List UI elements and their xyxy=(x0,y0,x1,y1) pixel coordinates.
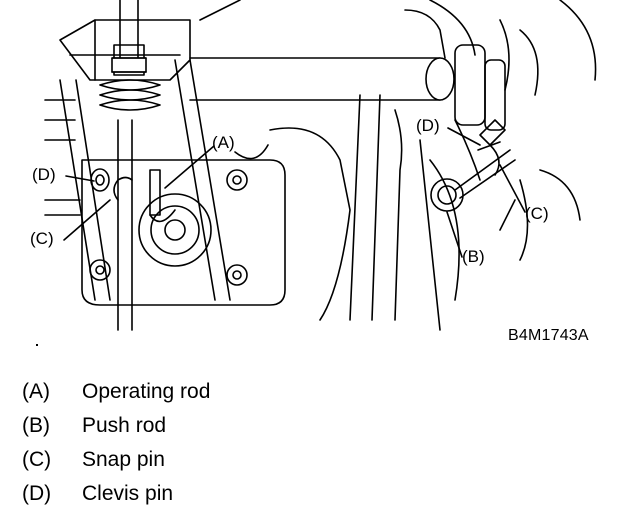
callout-c-left-leader xyxy=(63,199,111,241)
legend-text: Operating rod xyxy=(82,380,211,403)
figure-id: B4M1743A xyxy=(508,327,589,344)
callout-b-label: (B) xyxy=(462,247,485,266)
callout-a-pointer xyxy=(164,145,215,189)
callout-c-right-label: (C) xyxy=(525,204,549,223)
legend-key: (D) xyxy=(22,482,52,505)
legend-item: (D) Clevis pin xyxy=(22,477,210,511)
callout-c-left-label: (C) xyxy=(30,229,54,248)
callout-d-right-label: (D) xyxy=(416,116,440,135)
callout-b-leader xyxy=(446,211,463,258)
callout-d-left-label: (D) xyxy=(32,165,56,184)
callout-d-left-leader xyxy=(65,175,95,182)
legend-text: Clevis pin xyxy=(82,482,174,505)
legend-text: Snap pin xyxy=(82,448,165,471)
legend-item: (A) Operating rod xyxy=(22,375,210,409)
cross-shaft xyxy=(189,57,455,321)
callout-c-right-leader xyxy=(499,164,526,213)
right-pedal-assembly xyxy=(349,0,597,331)
legend-key: (B) xyxy=(22,414,50,437)
parts-legend: (A) Operating rod (B) Push rod (C) Snap … xyxy=(22,375,210,511)
legend-item: (B) Push rod xyxy=(22,409,210,443)
legend-text: Push rod xyxy=(82,414,167,437)
legend-key: (C) xyxy=(22,448,52,471)
callout-a-label: (A) xyxy=(212,133,235,152)
callout-a-leader xyxy=(234,144,269,160)
left-pedal-bracket xyxy=(44,0,286,331)
stray-dot xyxy=(36,344,38,346)
pedal-assembly-illustration: (A) (D) (C) (D) (C) (B) xyxy=(30,0,597,331)
legend-item: (C) Snap pin xyxy=(22,443,210,477)
callout-d-right-leader xyxy=(447,127,481,146)
legend-key: (A) xyxy=(22,380,50,403)
